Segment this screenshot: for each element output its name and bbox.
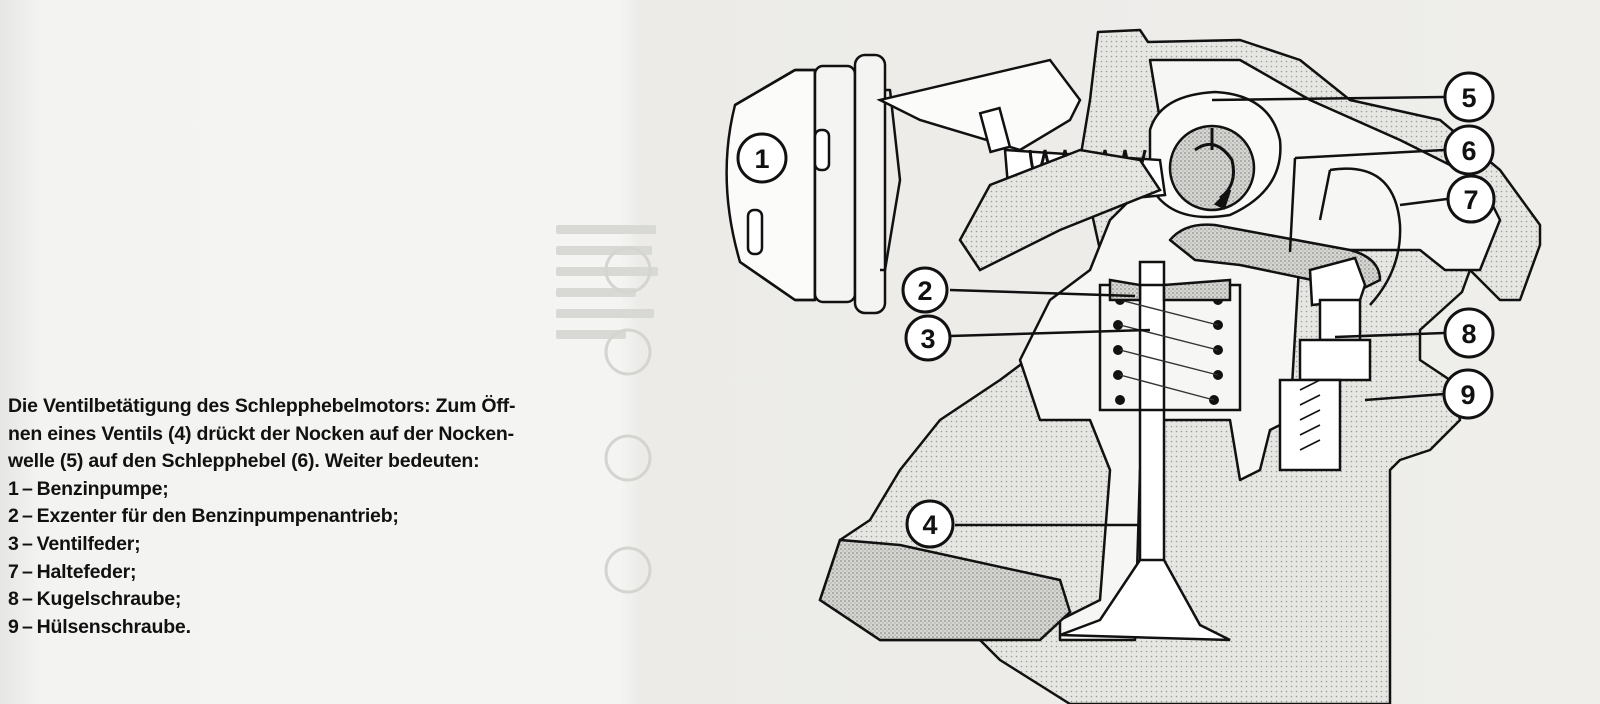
callout-5: 5 <box>1443 71 1495 123</box>
legend-item: 2–Exzenter für den Benzinpumpenantrieb; <box>8 503 668 531</box>
legend-item: 7–Haltefeder; <box>8 559 668 587</box>
figure-caption: Die Ventilbetätigung des Schlepphebelmot… <box>8 393 668 641</box>
legend-number: 7 <box>8 560 19 583</box>
callout-7: 7 <box>1446 174 1496 224</box>
caption-line: nen eines Ventils (4) drückt der Nocken … <box>8 422 514 445</box>
callout-number: 3 <box>920 324 935 354</box>
callout-number: 8 <box>1461 319 1476 349</box>
legend-number: 1 <box>8 477 19 500</box>
caption-line: welle (5) auf den Schlepphebel (6). Weit… <box>8 450 480 473</box>
callout-6: 6 <box>1443 124 1495 176</box>
legend-text: Ventilfeder; <box>36 532 141 555</box>
callout-3: 3 <box>904 314 952 362</box>
callout-number: 5 <box>1461 83 1476 113</box>
adjuster-screws <box>1278 167 1402 472</box>
legend-item: 3–Ventilfeder; <box>8 531 668 559</box>
caption-line: Die Ventilbetätigung des Schlepphebelmot… <box>8 395 516 417</box>
legend-text: Hülsenschraube. <box>36 615 191 638</box>
legend-item: 1–Benzinpumpe; <box>8 476 668 504</box>
legend-text: Haltefeder; <box>36 560 137 583</box>
bleed-through-circles <box>604 246 652 594</box>
callout-number: 1 <box>754 144 769 174</box>
callout-number: 4 <box>922 510 937 540</box>
callout-8: 8 <box>1443 307 1495 359</box>
callout-number: 9 <box>1460 380 1475 410</box>
camshaft-housing <box>1148 90 1282 219</box>
legend-number: 9 <box>8 615 19 638</box>
legend-number: 3 <box>8 532 19 555</box>
callout-1: 1 <box>736 132 788 184</box>
callout-number: 6 <box>1461 136 1476 166</box>
legend-text: Exzenter für den Benzinpumpenantrieb; <box>36 505 399 528</box>
fuel-pump <box>725 53 902 315</box>
valve-train-diagram: 1 2 3 4 5 6 7 8 9 <box>604 28 1542 704</box>
legend-text: Kugelschraube; <box>36 588 182 611</box>
callout-2: 2 <box>901 266 949 314</box>
callout-number: 2 <box>917 276 932 306</box>
callout-number: 7 <box>1463 185 1478 215</box>
callout-4: 4 <box>905 499 955 549</box>
legend-item: 8–Kugelschraube; <box>8 586 668 614</box>
legend-number: 8 <box>8 588 19 611</box>
callout-9: 9 <box>1442 368 1494 420</box>
legend-item: 9–Hülsenschraube. <box>8 614 668 642</box>
legend-number: 2 <box>8 505 19 528</box>
engine-block <box>818 538 1072 642</box>
legend-text: Benzinpumpe; <box>36 477 169 500</box>
leader-lines <box>949 95 1448 527</box>
pump-drive-spring <box>876 58 1167 272</box>
valve-assembly <box>1059 260 1242 642</box>
